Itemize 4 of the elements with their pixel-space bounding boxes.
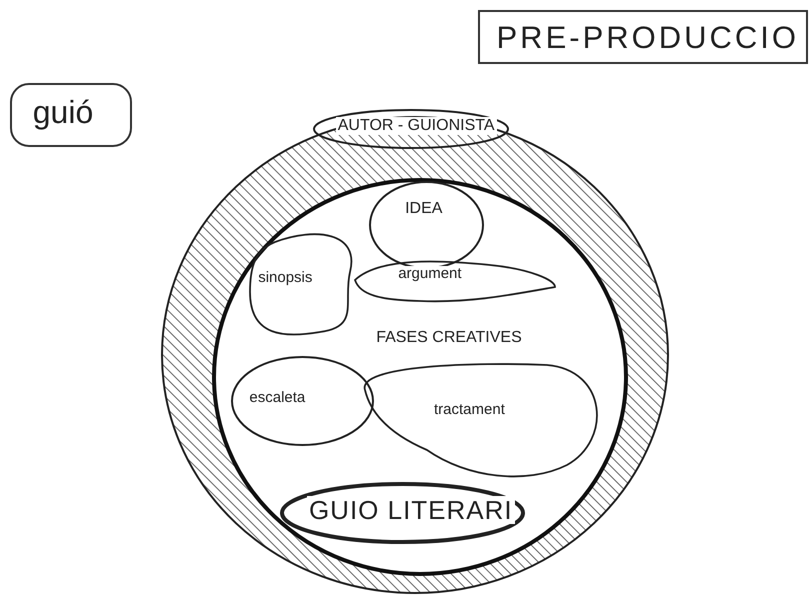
blob-label: sinopsis [256, 270, 314, 286]
ellipse-label: AUTOR - GUIONISTA [336, 117, 496, 135]
ellipse-label: GUIO LITERARI [306, 496, 515, 524]
blob-label: argument [396, 266, 464, 282]
